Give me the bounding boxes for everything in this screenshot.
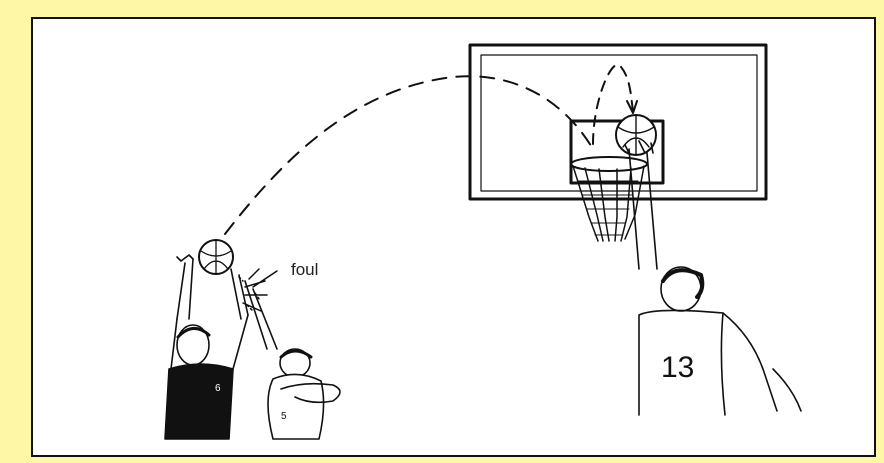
foul-label: foul <box>291 260 318 280</box>
foul-impact-lines <box>239 269 277 311</box>
defender-number: 5 <box>281 411 287 422</box>
shooter-number: 6 <box>215 383 221 394</box>
basketball-foul-drawing: 6 5 13 <box>33 19 878 459</box>
shooter-player: 6 <box>165 255 248 439</box>
rebounder-number: 13 <box>661 351 694 384</box>
ball-in-shooter-hands <box>199 240 233 274</box>
backboard <box>470 45 766 199</box>
ball-trajectory <box>225 76 593 234</box>
illustration-panel: 6 5 13 foul <box>31 17 876 457</box>
defender-player: 5 <box>245 281 340 439</box>
ball-at-basket <box>616 115 656 155</box>
